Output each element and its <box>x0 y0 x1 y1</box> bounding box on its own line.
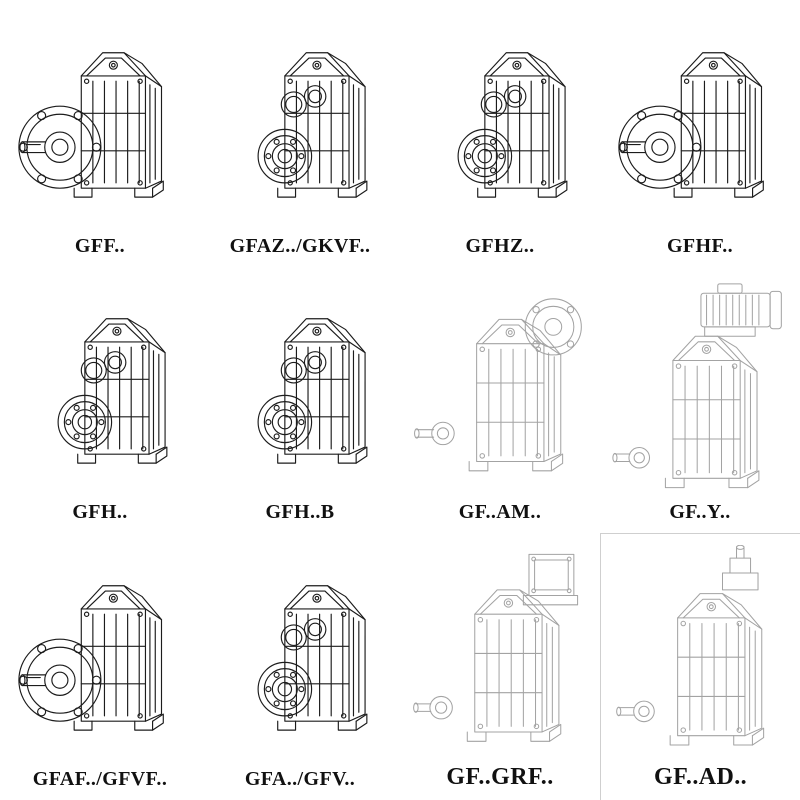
catalog-item-gf-y: GF..Y.. <box>600 267 800 534</box>
hollow-bore-gearbox-icon <box>215 559 385 764</box>
catalog-item-gfaf-gfvf: GFAF../GFVF.. <box>0 533 200 800</box>
catalog-item-gfh-b: GFH..B <box>200 267 400 534</box>
model-label: GFH.. <box>72 501 128 524</box>
catalog-item-gfh: GFH.. <box>0 267 200 534</box>
model-label: GFHZ.. <box>465 234 535 257</box>
model-label: GFAZ../GKVF.. <box>229 234 371 257</box>
hollow-bore-gearbox-icon <box>415 26 585 231</box>
catalog-item-gfaz-gkvf: GFAZ../GKVF.. <box>200 0 400 267</box>
model-label: GFH..B <box>265 501 335 524</box>
model-label: GFA../GFV.. <box>244 767 356 790</box>
flange-output-gearbox-icon <box>615 26 785 231</box>
input-flange-block-gearbox-icon <box>409 545 591 760</box>
motor-mounted-gearbox-icon <box>609 282 791 497</box>
hollow-bore-gearbox-icon <box>15 292 185 497</box>
catalog-item-gf-ad: GF..AD.. <box>600 533 800 800</box>
motor-adapter-flange-gearbox-icon <box>409 282 591 497</box>
catalog-item-gfa-gfv: GFA../GFV.. <box>200 533 400 800</box>
model-label: GF..AM.. <box>458 501 542 524</box>
catalog-item-gfhz: GFHZ.. <box>400 0 600 267</box>
catalog-item-gff: GFF.. <box>0 0 200 267</box>
flange-output-gearbox-icon <box>15 26 185 231</box>
input-shaft-adapter-gearbox-icon <box>610 545 792 760</box>
catalog-item-gf-grf: GF..GRF.. <box>400 533 600 800</box>
model-label: GF..AD.. <box>654 763 747 790</box>
hollow-bore-gearbox-icon <box>215 26 385 231</box>
hollow-bore-gearbox-icon <box>215 292 385 497</box>
flange-output-gearbox-icon <box>15 559 185 764</box>
model-label: GFAF../GFVF.. <box>32 767 168 790</box>
catalog-item-gf-am: GF..AM.. <box>400 267 600 534</box>
model-label: GFHF.. <box>666 234 734 257</box>
catalog-item-gfhf: GFHF.. <box>600 0 800 267</box>
model-label: GF..GRF.. <box>446 763 554 790</box>
model-label: GFF.. <box>74 234 126 257</box>
model-label: GF..Y.. <box>669 501 731 524</box>
